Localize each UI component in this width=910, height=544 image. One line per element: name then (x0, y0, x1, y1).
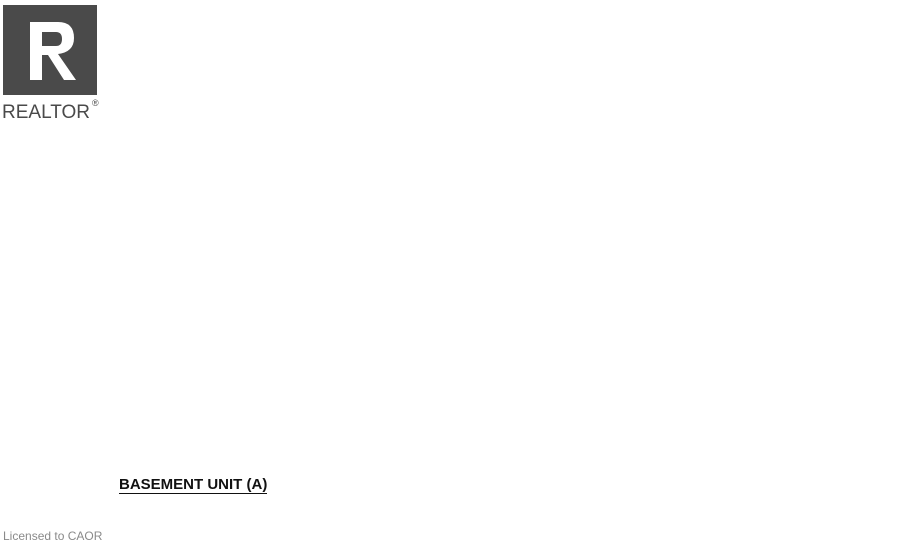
sink-icon (329, 87, 373, 129)
toilet-icon (398, 359, 424, 379)
seating-height-dim: 10'-6⅞" (488, 158, 499, 192)
bath2-shower: SH. (377, 320, 392, 330)
logo-registered-mark: ® (92, 98, 99, 108)
laundry-size: 8'-0"x5'-2¾" (678, 208, 729, 219)
window-size: 32"x36" (83, 344, 100, 350)
window-tag: W01 (87, 337, 98, 343)
bedroom1-width-dim: 11'-6" (178, 59, 203, 70)
storage-name-line2: STORAGE (545, 54, 589, 64)
bedroom2-window: WINDOW (32"X36")= 4.84 SFT (192, 338, 297, 347)
marker-letter: B (392, 518, 396, 524)
laundry-closet-label: CLOSET (741, 223, 767, 230)
door-size: 32"x84" (320, 212, 337, 218)
plan-title: BASEMENT UNIT (A) (119, 476, 268, 494)
marker-number: 01 (63, 200, 70, 206)
dimension-lines (124, 45, 636, 436)
door-swings (304, 54, 691, 429)
section-marker-b: 02 B (374, 505, 402, 535)
door-size: 28"x84" (320, 59, 337, 65)
marker-letter: A (64, 211, 68, 217)
bedroom2-height-dim: 10'-7⅛" (155, 331, 166, 365)
bedroom1-glass-title: WINDOW GLASS AREA (207, 126, 289, 135)
door-tags: D02 28"x84" D01 32"x84" D01 32"x84" D01 … (83, 53, 671, 415)
door-tag: D01 (324, 261, 333, 267)
logo-text: REALTOR (2, 102, 90, 123)
bath1-name: BATH (391, 58, 416, 69)
seating-width-dim: 17'-1½" (493, 257, 527, 268)
stairs-up-label: UP (737, 103, 750, 114)
door-size: 28"x84" (320, 409, 337, 415)
fixtures (329, 80, 735, 427)
bedroom1-window: WINDOW (32"X36")= 4.84 SFT (192, 148, 297, 157)
unexcavated-label: UNEXCAVATED (568, 343, 641, 354)
stacked-laundry-label: STACKED (645, 239, 674, 245)
bedroom1-height-dim: 10'-9¼" (154, 113, 166, 147)
door-size: 32"x84" (320, 268, 337, 274)
window-tag: W01 (87, 127, 98, 133)
door-tag: D01 (508, 98, 517, 104)
seating-area-size: 17'-1"x8'-2⅝" (409, 189, 468, 200)
toilet-icon (388, 80, 408, 108)
bedroom2-glass-title: WINDOW GLASS AREA (207, 316, 289, 325)
exterior-walls (109, 13, 811, 455)
unexcavated-area (451, 286, 783, 439)
door-size: 32"x84" (504, 104, 521, 110)
bedroom2-required: REQUIRED @ 2.5%= 3.45 SFT (191, 330, 297, 339)
section-marker-a: 01 A (48, 192, 80, 222)
seating-area-name: SEATING AREA (402, 177, 475, 188)
bath2-size: 5'-9½"x8'-0" (351, 373, 402, 384)
storage-name: UNDER STAIR (537, 46, 598, 56)
realtor-logo-mark: REALTOR ® (2, 5, 99, 123)
marker-number: 02 (381, 518, 388, 524)
door-tag: D01 (324, 205, 333, 211)
laundry-name: LAUNDRY (680, 197, 726, 208)
closet-label: CLOSET (145, 232, 171, 239)
window-size: 32"x36" (83, 134, 100, 140)
hwt-label: HWT (702, 266, 713, 272)
bedroom1-required: REQUIRED @ 2.5%= 3.40 SFT (191, 140, 297, 149)
door-tag: D02 (324, 403, 333, 409)
stacked-laundry-label-line2: LAUNDRY (645, 247, 674, 253)
bedroom2-width-dim: 12' (221, 420, 234, 431)
stairs-dim: 4'-11⅝" (630, 118, 640, 148)
water-heater-icon (686, 248, 698, 260)
bedroom2-name: BED ROOM (197, 306, 247, 316)
sink-icon (413, 407, 433, 427)
windows (111, 104, 121, 361)
bedroom1-area: = 136.38 ft² (252, 119, 288, 126)
closet-label: CLOSET (225, 239, 251, 246)
license-text: Licensed to CAOR (3, 529, 103, 543)
bedroom1-provide: PROVIDE = 4.84 SFT (207, 156, 281, 165)
bath1-shower: SH. (450, 71, 465, 81)
door-tag: D01 (658, 179, 667, 185)
door-size: 32"x84" (654, 185, 671, 191)
bedroom1-name: BED ROOM (196, 116, 246, 126)
bedroom2-area: = 138.32 ft² (253, 309, 289, 316)
staircase (535, 34, 745, 100)
interior-walls (122, 34, 785, 439)
bath2-name: BATH (364, 363, 389, 374)
door-tag: D02 (324, 53, 333, 59)
bedroom2-provide: PROVIDE = 4.84 SFT (207, 346, 281, 355)
bath1-size: 8'-0"x5'-0" (382, 68, 425, 79)
realtor-logo: REALTOR ® (0, 0, 105, 125)
